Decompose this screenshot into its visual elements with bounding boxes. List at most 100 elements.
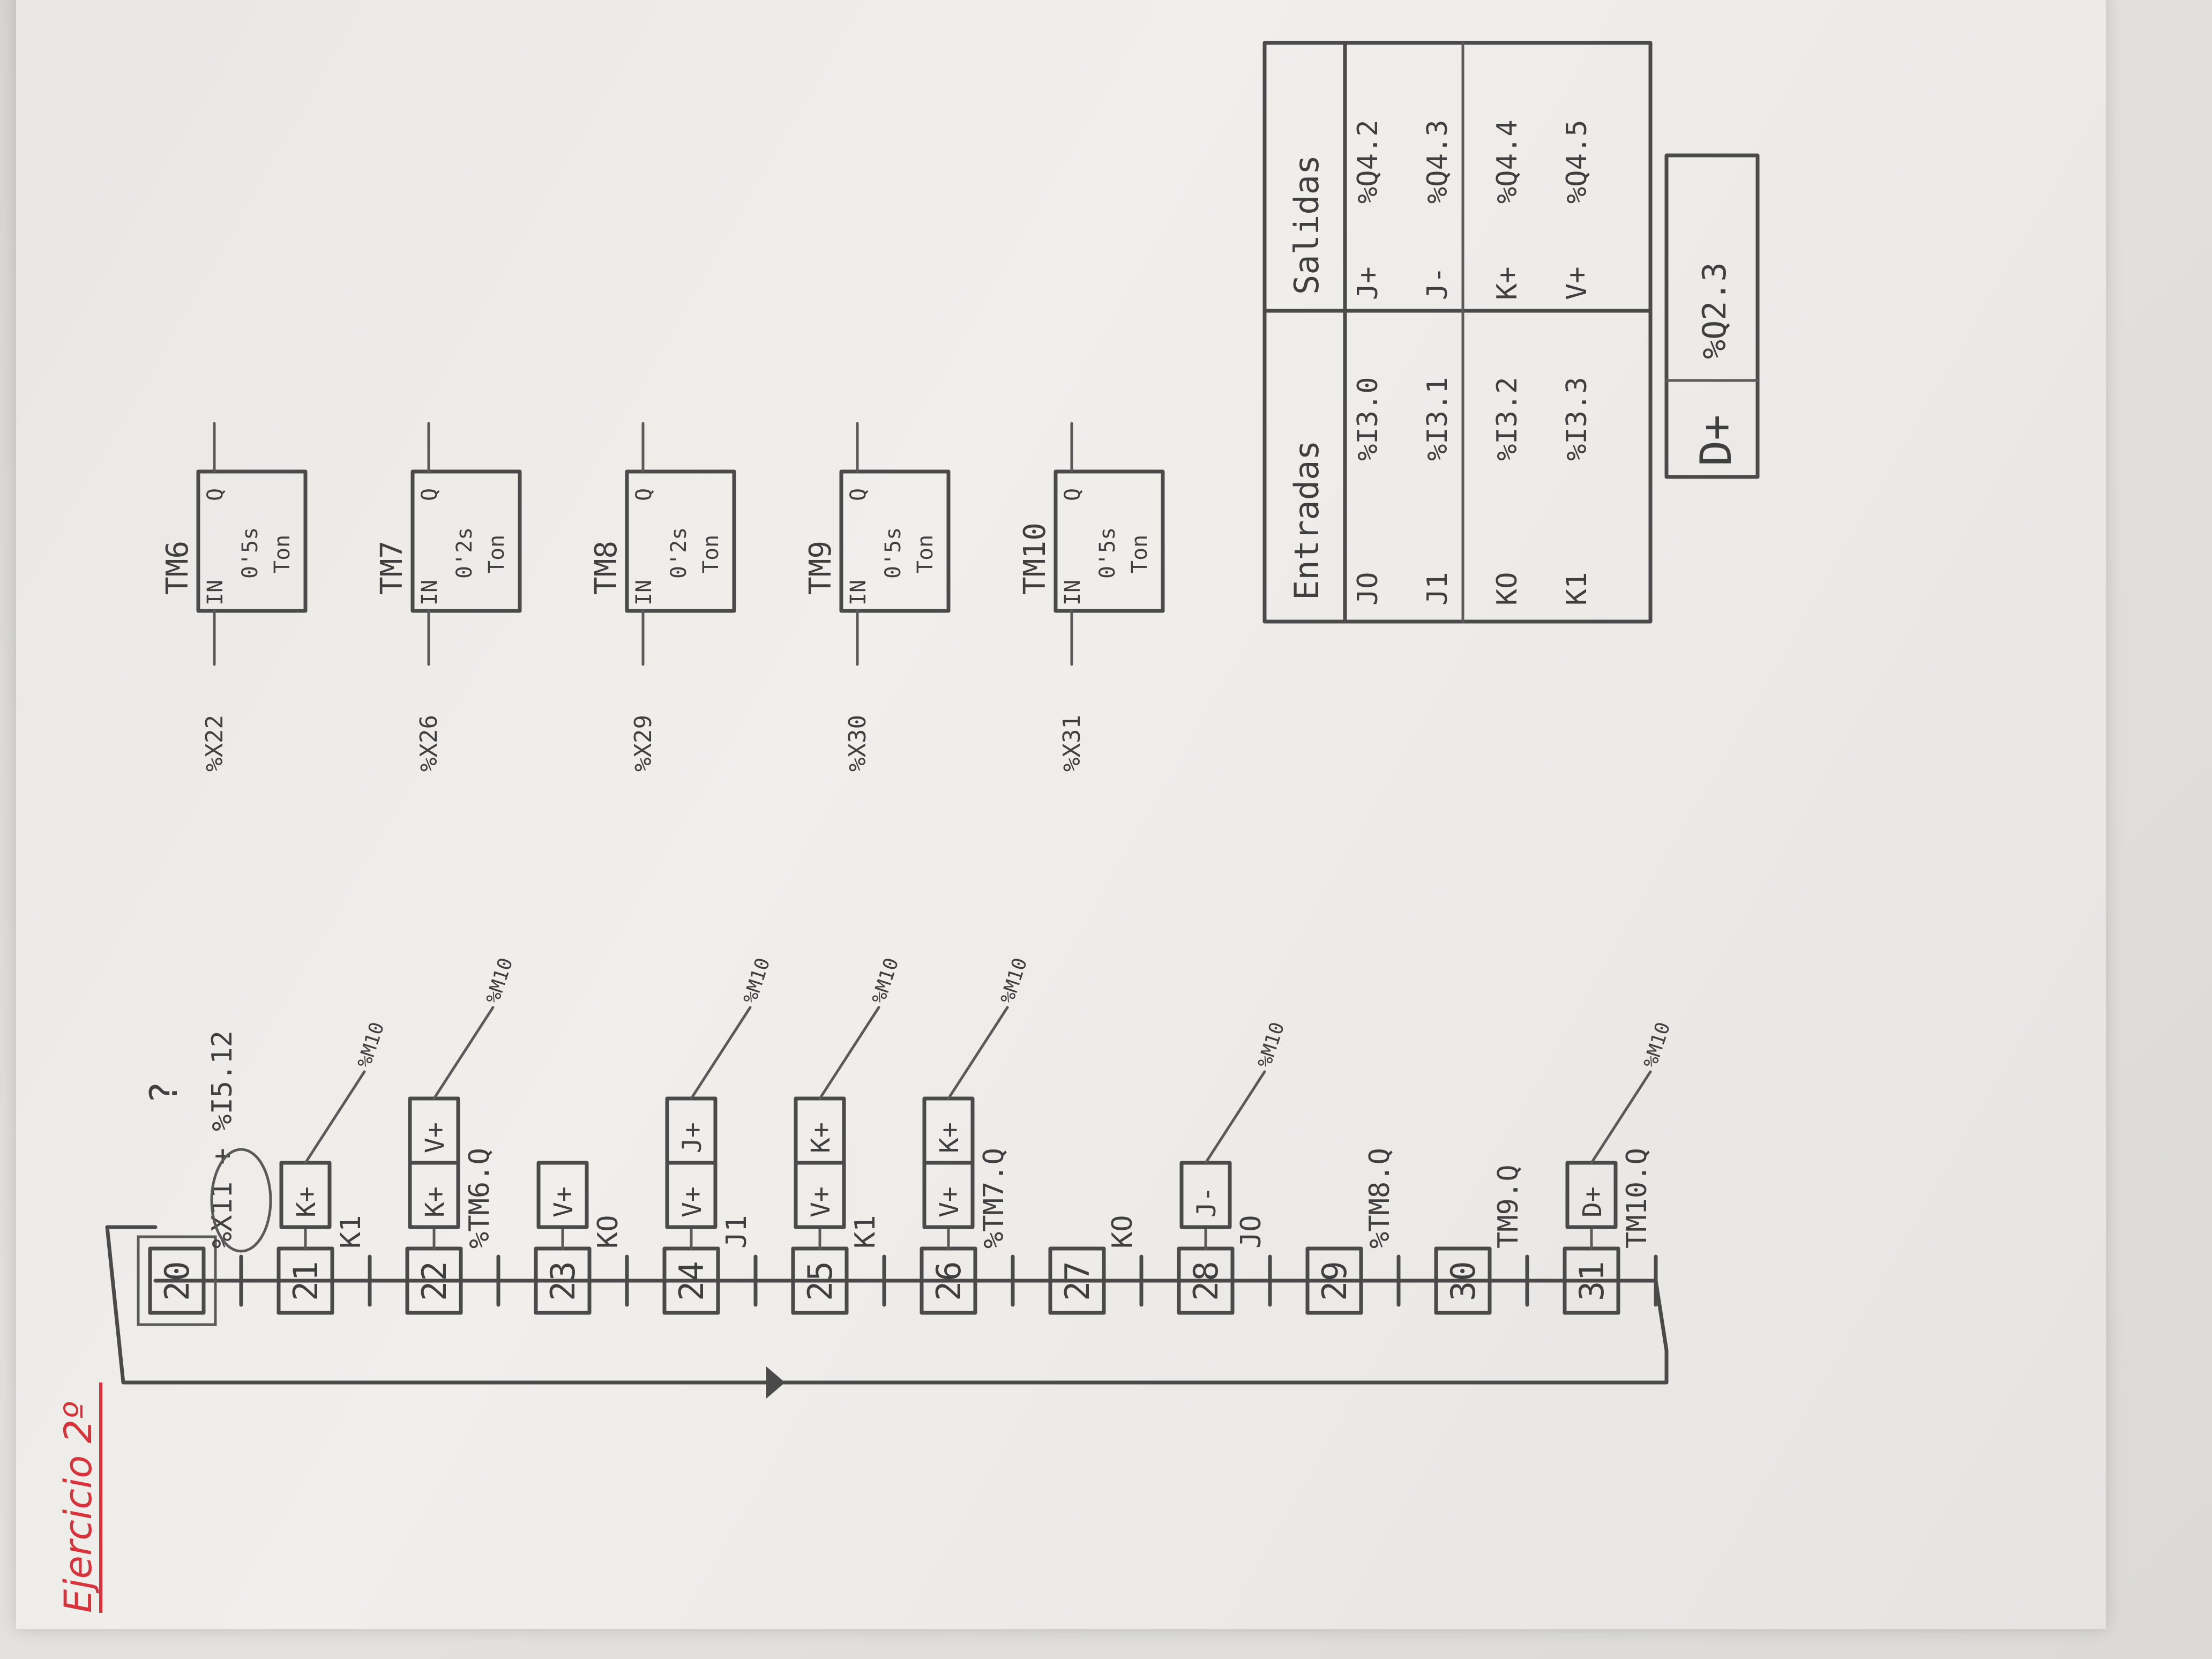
inputs-header: Entradas — [1287, 440, 1326, 600]
timer-q-label: Q — [203, 488, 228, 501]
action-condition: %M10 — [1640, 1020, 1675, 1071]
step-number: 20 — [158, 1261, 197, 1301]
transition-condition: TM9.Q — [1492, 1164, 1525, 1249]
outputs-header: Salidas — [1287, 155, 1326, 295]
condition-line — [1204, 1070, 1266, 1164]
grafcet-step: 22%TM6.QK+V+%M10 — [405, 955, 518, 1315]
transition-condition: %TM7.Q — [978, 1148, 1010, 1249]
action-label: V+ — [935, 1186, 965, 1217]
initial-step-frame — [137, 1235, 217, 1326]
action-label: J+ — [677, 1122, 707, 1153]
step-box — [1434, 1246, 1492, 1315]
input-name: J1 — [1422, 572, 1454, 606]
step-box — [1305, 1246, 1363, 1315]
transition-condition: %TM6.Q — [464, 1148, 496, 1249]
output-address: %Q4.2 — [1352, 119, 1384, 204]
input-name: KO — [1491, 572, 1523, 606]
input-address: %I3.2 — [1491, 377, 1523, 461]
timer-name: TM9 — [803, 541, 838, 595]
transition-condition: KO — [592, 1215, 624, 1249]
action-condition: %M10 — [482, 955, 518, 1006]
timer-q-label: Q — [417, 488, 442, 501]
extra-output-address: %Q2.3 — [1696, 262, 1733, 359]
grafcet-chart: 20%X11 + %I5.1221K1K+%M1022%TM6.QK+V+%M1… — [105, 955, 1675, 1399]
input-address: %I3.0 — [1352, 377, 1384, 461]
timer-name: TM6 — [160, 541, 195, 595]
extra-output-name: D+ — [1691, 415, 1741, 466]
return-loop-line — [105, 1225, 1669, 1385]
action-label: K+ — [935, 1122, 965, 1153]
output-address: %Q4.5 — [1561, 119, 1593, 204]
return-arrow-icon — [766, 1366, 785, 1399]
timer-type: Ton — [913, 535, 938, 573]
output-name: J+ — [1352, 266, 1384, 300]
circled-condition-mark — [210, 1148, 272, 1253]
timer-input-label: %X26 — [415, 715, 443, 772]
action-condition: %M10 — [354, 1020, 389, 1071]
step-number: 29 — [1315, 1261, 1354, 1301]
input-address: %I3.3 — [1561, 377, 1593, 461]
step-number: 21 — [286, 1261, 325, 1301]
action-label: D+ — [1578, 1186, 1608, 1217]
action-label: K+ — [420, 1186, 450, 1217]
timer-name: TM7 — [375, 541, 409, 595]
transition-condition: K1 — [335, 1215, 367, 1249]
grafcet-step: 30 TM9.Q — [1434, 1164, 1529, 1315]
transition-condition: %X11 + %I5.12 — [206, 1030, 238, 1249]
transition-condition: JO — [1235, 1215, 1267, 1249]
condition-line — [690, 1006, 752, 1100]
action-condition: %M10 — [868, 955, 903, 1006]
io-table: SalidasEntradas%Q4.2J+%Q4.3J-%Q4.4K+%Q4.… — [1262, 41, 1760, 624]
input-name: JO — [1352, 572, 1384, 606]
timer-q-label: Q — [632, 488, 656, 501]
step-number: 26 — [929, 1261, 968, 1301]
action-label: J- — [1192, 1186, 1222, 1217]
input-address: %I3.1 — [1422, 377, 1454, 461]
transition-condition: K1 — [849, 1215, 881, 1249]
action-condition: %M10 — [1254, 1020, 1289, 1071]
input-name: K1 — [1561, 572, 1593, 606]
condition-line — [1590, 1070, 1652, 1164]
step-number: 24 — [672, 1261, 711, 1301]
transition-condition: TM10.Q — [1621, 1148, 1653, 1249]
transition-condition: J1 — [721, 1215, 753, 1249]
timer-type: Ton — [699, 535, 723, 573]
extra-output-box — [1664, 153, 1760, 479]
timer-q-label: Q — [846, 488, 871, 501]
output-address: %Q4.3 — [1422, 119, 1454, 204]
timer-in-label: IN — [1060, 580, 1085, 606]
timer-preset: 0'5s — [1095, 527, 1120, 579]
action-condition: %M10 — [997, 955, 1032, 1006]
timer-type: Ton — [270, 535, 295, 573]
step-number: 30 — [1444, 1261, 1483, 1301]
timer-name: TM10 — [1018, 522, 1052, 595]
timer-box — [196, 469, 308, 613]
timer-box — [1053, 469, 1165, 613]
condition-line — [432, 1006, 495, 1100]
grafcet-step: 26 %TM7.Q V+ K+ %M10 — [920, 955, 1032, 1315]
timer-box — [410, 469, 522, 613]
step-number: 31 — [1572, 1261, 1611, 1301]
timer-input-label: %X22 — [201, 715, 228, 772]
grafcet-step: 20 %X11 + %I5.12 — [137, 1030, 243, 1326]
timer-input-label: %X31 — [1058, 715, 1086, 772]
timer-box — [839, 469, 951, 613]
grafcet-step: 31 TM10.Q D+ %M10 — [1563, 1020, 1675, 1315]
timer-preset: 0'5s — [238, 527, 263, 579]
question-mark: ? — [142, 1081, 186, 1104]
grafcet-step: 29%TM8.Q — [1305, 1148, 1401, 1315]
timer-input-label: %X30 — [844, 715, 871, 772]
output-address: %Q4.4 — [1491, 119, 1523, 204]
action-label: V+ — [549, 1186, 579, 1217]
condition-line — [818, 1006, 880, 1100]
timer-input-label: %X29 — [630, 715, 657, 772]
timer-q-label: Q — [1060, 488, 1085, 501]
